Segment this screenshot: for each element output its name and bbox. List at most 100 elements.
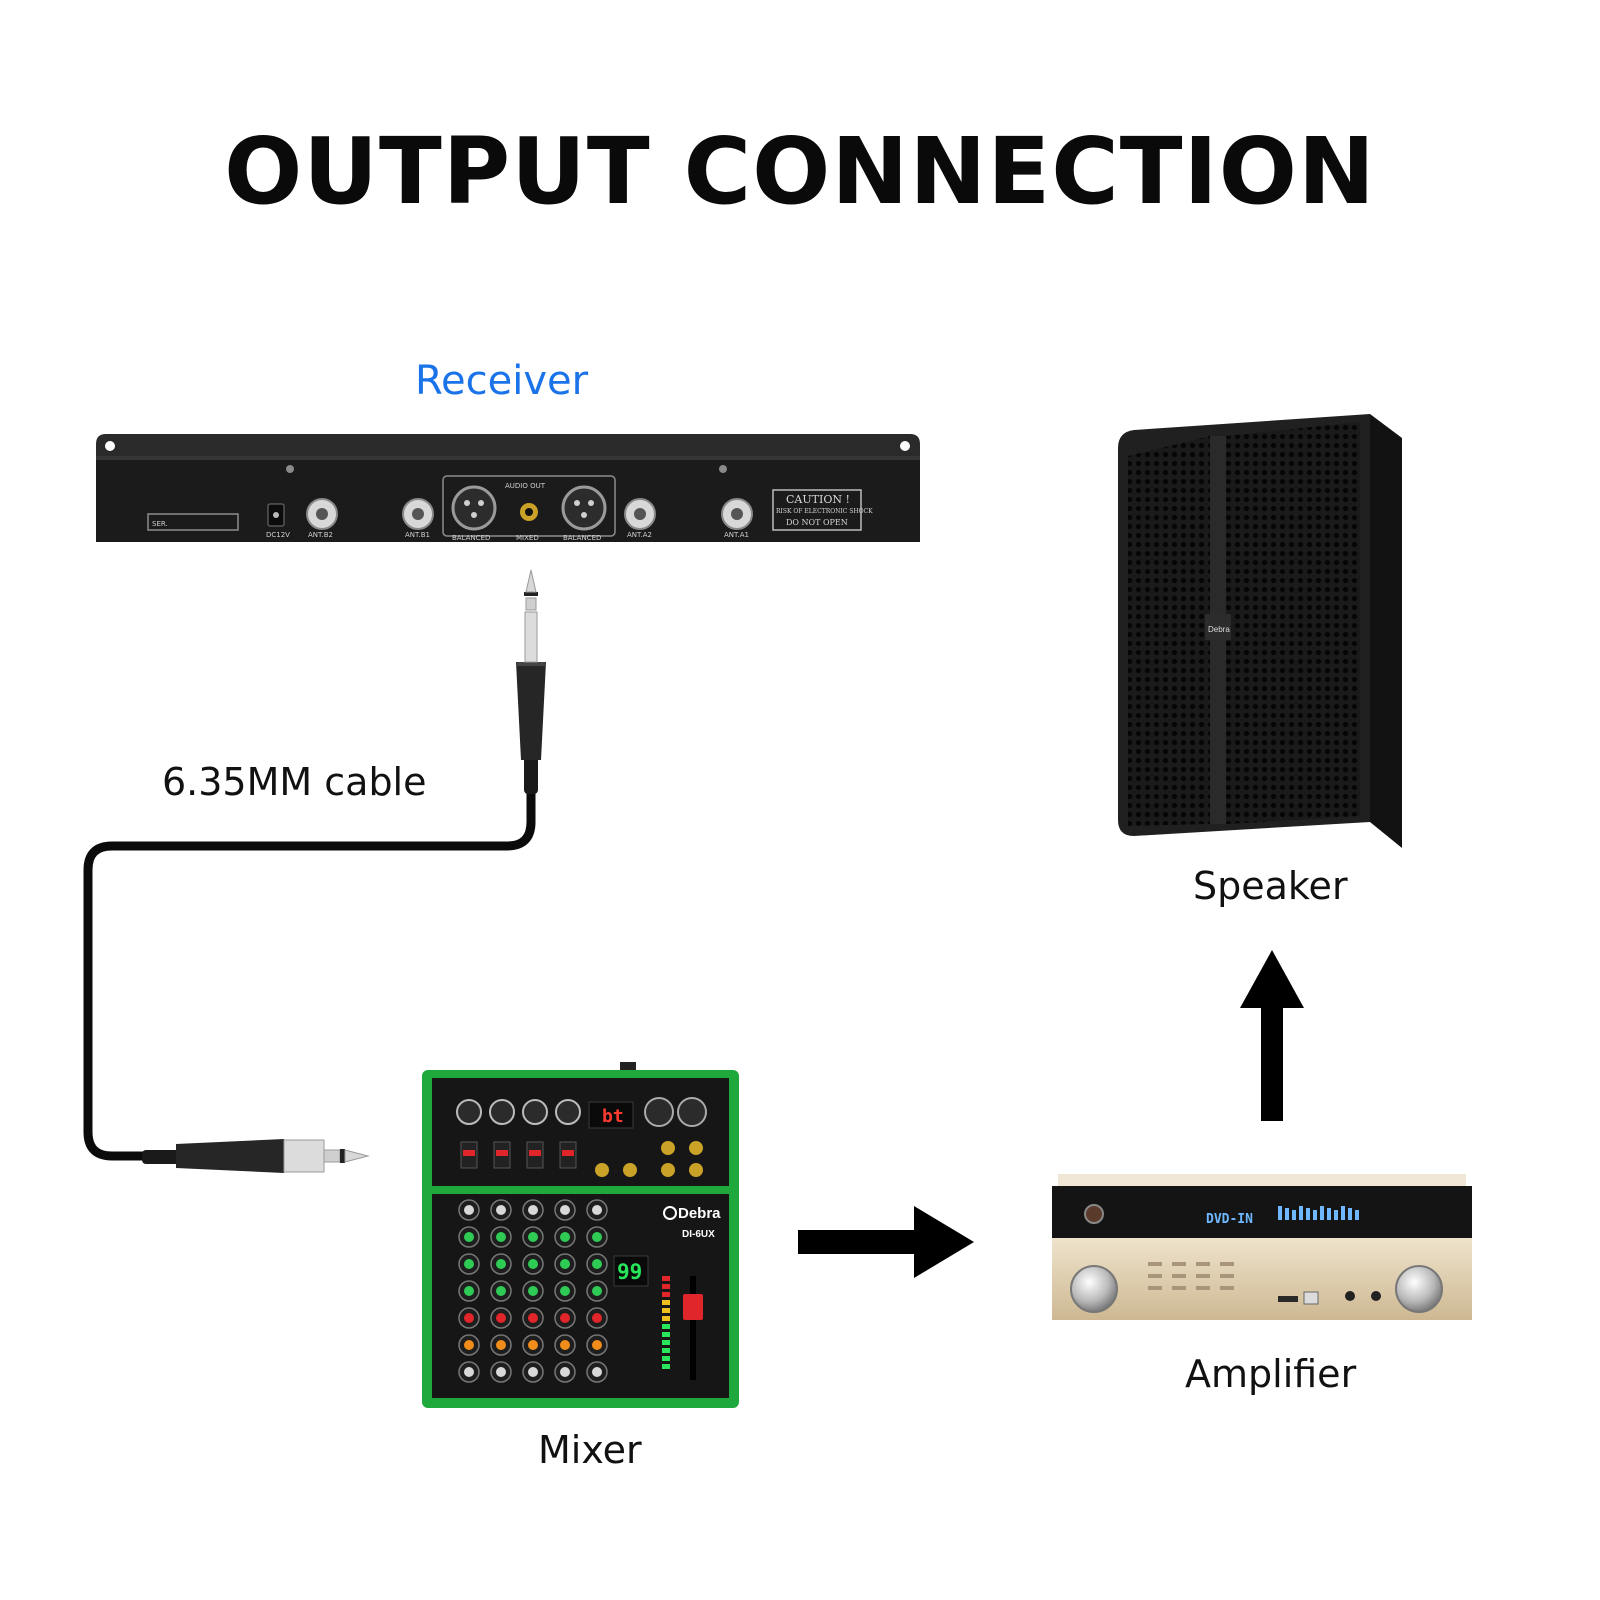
mixer-display-main: 99 bbox=[617, 1260, 642, 1284]
knob-cap bbox=[464, 1286, 474, 1296]
control-slot bbox=[1172, 1286, 1186, 1290]
switch-indicator bbox=[463, 1150, 475, 1156]
mixer-xlr-outputs bbox=[644, 1097, 707, 1127]
vu-bar bbox=[1306, 1208, 1310, 1220]
usb-port bbox=[1278, 1296, 1298, 1302]
combo-jack bbox=[489, 1099, 515, 1125]
cable-label: 6.35MM cable bbox=[162, 760, 427, 804]
amplifier-to-speaker-arrow bbox=[1240, 950, 1304, 1121]
vu-bar bbox=[1348, 1208, 1352, 1220]
antenna-connector-b2 bbox=[306, 498, 338, 530]
control-slot bbox=[1220, 1274, 1234, 1278]
knob-cap bbox=[560, 1340, 570, 1350]
knob-cap bbox=[464, 1232, 474, 1242]
usb-port bbox=[1303, 1291, 1319, 1305]
knob-cap bbox=[560, 1367, 570, 1377]
knob-cap bbox=[592, 1232, 602, 1242]
combo-jack bbox=[522, 1099, 548, 1125]
knob-cap bbox=[560, 1259, 570, 1269]
meter-segment bbox=[662, 1308, 670, 1313]
knob-cap bbox=[464, 1367, 474, 1377]
receiver-device: SER. DC12V ANT.B2 ANT.B1 AUDIO OUT BALAN… bbox=[96, 434, 920, 542]
knob-cap bbox=[560, 1313, 570, 1323]
combo-jack bbox=[555, 1099, 581, 1125]
amplifier-label: Amplifier bbox=[1185, 1352, 1357, 1396]
knob-cap bbox=[464, 1259, 474, 1269]
ant-b2-label: ANT.B2 bbox=[308, 531, 333, 539]
switch-indicator bbox=[529, 1150, 541, 1156]
antenna-connector-b1 bbox=[402, 498, 434, 530]
mixer-brand: Debra bbox=[678, 1205, 721, 1222]
vu-bar bbox=[1299, 1206, 1303, 1220]
control-slot bbox=[1148, 1274, 1162, 1278]
vu-bar bbox=[1341, 1206, 1345, 1220]
knob-cap bbox=[464, 1340, 474, 1350]
vu-bar bbox=[1355, 1210, 1359, 1220]
knob-cap bbox=[464, 1205, 474, 1215]
vu-bar bbox=[1313, 1210, 1317, 1220]
audio-cable bbox=[83, 569, 546, 1173]
knob-cap bbox=[592, 1205, 602, 1215]
ant-b1-label: ANT.B1 bbox=[405, 531, 430, 539]
ser-label: SER. bbox=[152, 520, 168, 528]
meter-segment bbox=[662, 1348, 670, 1353]
volume-knob-left bbox=[1070, 1265, 1118, 1313]
meter-segment bbox=[662, 1356, 670, 1361]
knob-cap bbox=[496, 1259, 506, 1269]
mixer-label: Mixer bbox=[538, 1428, 642, 1472]
control-slot bbox=[1220, 1286, 1234, 1290]
knob-cap bbox=[592, 1340, 602, 1350]
control-slot bbox=[1220, 1262, 1234, 1266]
mixer-display-top: bt bbox=[602, 1106, 624, 1127]
amplifier-device: DVD-IN bbox=[1052, 1174, 1472, 1320]
knob-cap bbox=[528, 1205, 538, 1215]
caution-line2: DO NOT OPEN bbox=[786, 518, 848, 527]
knob-cap bbox=[528, 1232, 538, 1242]
caution-line1: RISK OF ELECTRONIC SHOCK bbox=[776, 508, 873, 515]
switch-indicator bbox=[496, 1150, 508, 1156]
knob-cap bbox=[592, 1313, 602, 1323]
vu-bar bbox=[1334, 1210, 1338, 1220]
speaker-label: Speaker bbox=[1193, 864, 1348, 908]
volume-knob-right bbox=[1395, 1265, 1443, 1313]
meter-segment bbox=[662, 1284, 670, 1289]
switch-indicator bbox=[562, 1150, 574, 1156]
combo-input-jacks bbox=[456, 1099, 581, 1169]
master-fader-knob bbox=[683, 1294, 703, 1320]
meter-segment bbox=[662, 1300, 670, 1305]
knob-cap bbox=[528, 1367, 538, 1377]
control-slot bbox=[1172, 1274, 1186, 1278]
balanced-left-label: BALANCED bbox=[452, 534, 490, 542]
knob-cap bbox=[496, 1367, 506, 1377]
knob-cap bbox=[496, 1286, 506, 1296]
control-slot bbox=[1196, 1286, 1210, 1290]
knob-cap bbox=[496, 1205, 506, 1215]
control-slot bbox=[1148, 1262, 1162, 1266]
ant-a2-label: ANT.A2 bbox=[627, 531, 652, 539]
vu-display bbox=[1278, 1206, 1359, 1220]
mixed-jack-output bbox=[520, 503, 538, 521]
amplifier-display: DVD-IN bbox=[1206, 1212, 1253, 1227]
power-button bbox=[1084, 1204, 1104, 1224]
vu-bar bbox=[1320, 1206, 1324, 1220]
meter-segment bbox=[662, 1292, 670, 1297]
speaker-device: Debra bbox=[1118, 414, 1402, 848]
control-slot bbox=[1196, 1274, 1210, 1278]
knob-cap bbox=[496, 1313, 506, 1323]
vu-bar bbox=[1278, 1206, 1282, 1220]
knob-cap bbox=[496, 1340, 506, 1350]
amplifier-controls bbox=[1148, 1262, 1381, 1305]
mic-jack bbox=[1345, 1291, 1355, 1301]
page-title: OUTPUT CONNECTION bbox=[224, 118, 1376, 225]
balanced-right-label: BALANCED bbox=[563, 534, 601, 542]
meter-segment bbox=[662, 1340, 670, 1345]
bottom-jack-plug bbox=[142, 1139, 370, 1173]
knob-cap bbox=[560, 1286, 570, 1296]
knob-cap bbox=[592, 1367, 602, 1377]
control-slot bbox=[1148, 1286, 1162, 1290]
combo-jack bbox=[456, 1099, 482, 1125]
xlr-output-left bbox=[451, 485, 497, 531]
dc-label: DC12V bbox=[266, 531, 290, 539]
knob-cap bbox=[528, 1286, 538, 1296]
